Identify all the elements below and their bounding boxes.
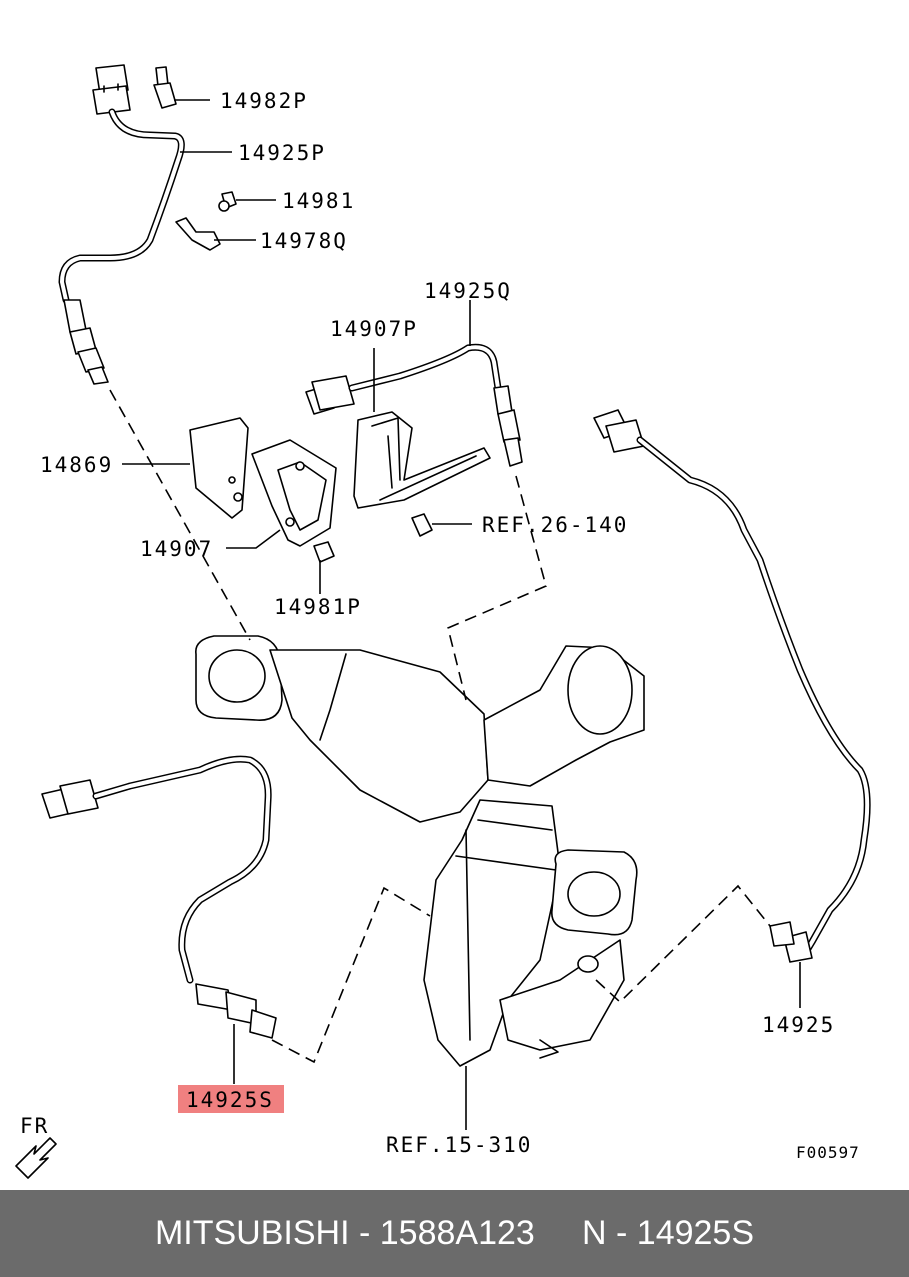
bolt-14981[interactable] [218, 191, 237, 212]
label-14925P: 14925P [238, 141, 326, 165]
bracket-14907[interactable] [251, 439, 337, 547]
label-14982P: 14982P [220, 89, 308, 113]
footer-banner: MITSUBISHI - 1588A123 N - 14925S [0, 1190, 909, 1277]
direction-label: FR [20, 1114, 49, 1138]
label-ref-15-310: REF.15-310 [386, 1133, 532, 1157]
label-14981P: 14981P [274, 595, 362, 619]
oxygen-sensor-14925P[interactable] [58, 64, 185, 385]
label-14978Q: 14978Q [260, 229, 348, 253]
label-14925Q: 14925Q [424, 279, 512, 303]
label-14925S[interactable]: 14925S [186, 1088, 274, 1112]
bolt-14981P[interactable] [313, 541, 335, 563]
oxygen-sensor-14925[interactable] [593, 409, 871, 963]
catalytic-converter-assembly[interactable] [195, 635, 645, 1067]
oxygen-sensor-14925Q[interactable] [305, 343, 523, 467]
bolt-ref-26-140[interactable] [411, 513, 433, 537]
clamp-14978Q[interactable] [175, 217, 221, 251]
label-14925: 14925 [762, 1013, 835, 1037]
label-14981: 14981 [282, 189, 355, 213]
label-14907P: 14907P [330, 317, 418, 341]
label-14869: 14869 [40, 453, 113, 477]
label-14907: 14907 [140, 537, 213, 561]
label-ref-26-140: REF.26-140 [482, 513, 628, 537]
heat-protector-14907P[interactable] [353, 411, 491, 509]
clip-14982P[interactable] [153, 66, 177, 109]
figure-code: F00597 [796, 1143, 860, 1162]
oxygen-sensor-14925S[interactable] [41, 755, 277, 1039]
front-arrow-icon [15, 1137, 57, 1179]
bracket-14869[interactable] [189, 417, 249, 519]
highlight-box [178, 1085, 284, 1113]
parts-diagram: 14982P 14925P 14981 14978Q 14925Q 14907P… [15, 64, 871, 1179]
